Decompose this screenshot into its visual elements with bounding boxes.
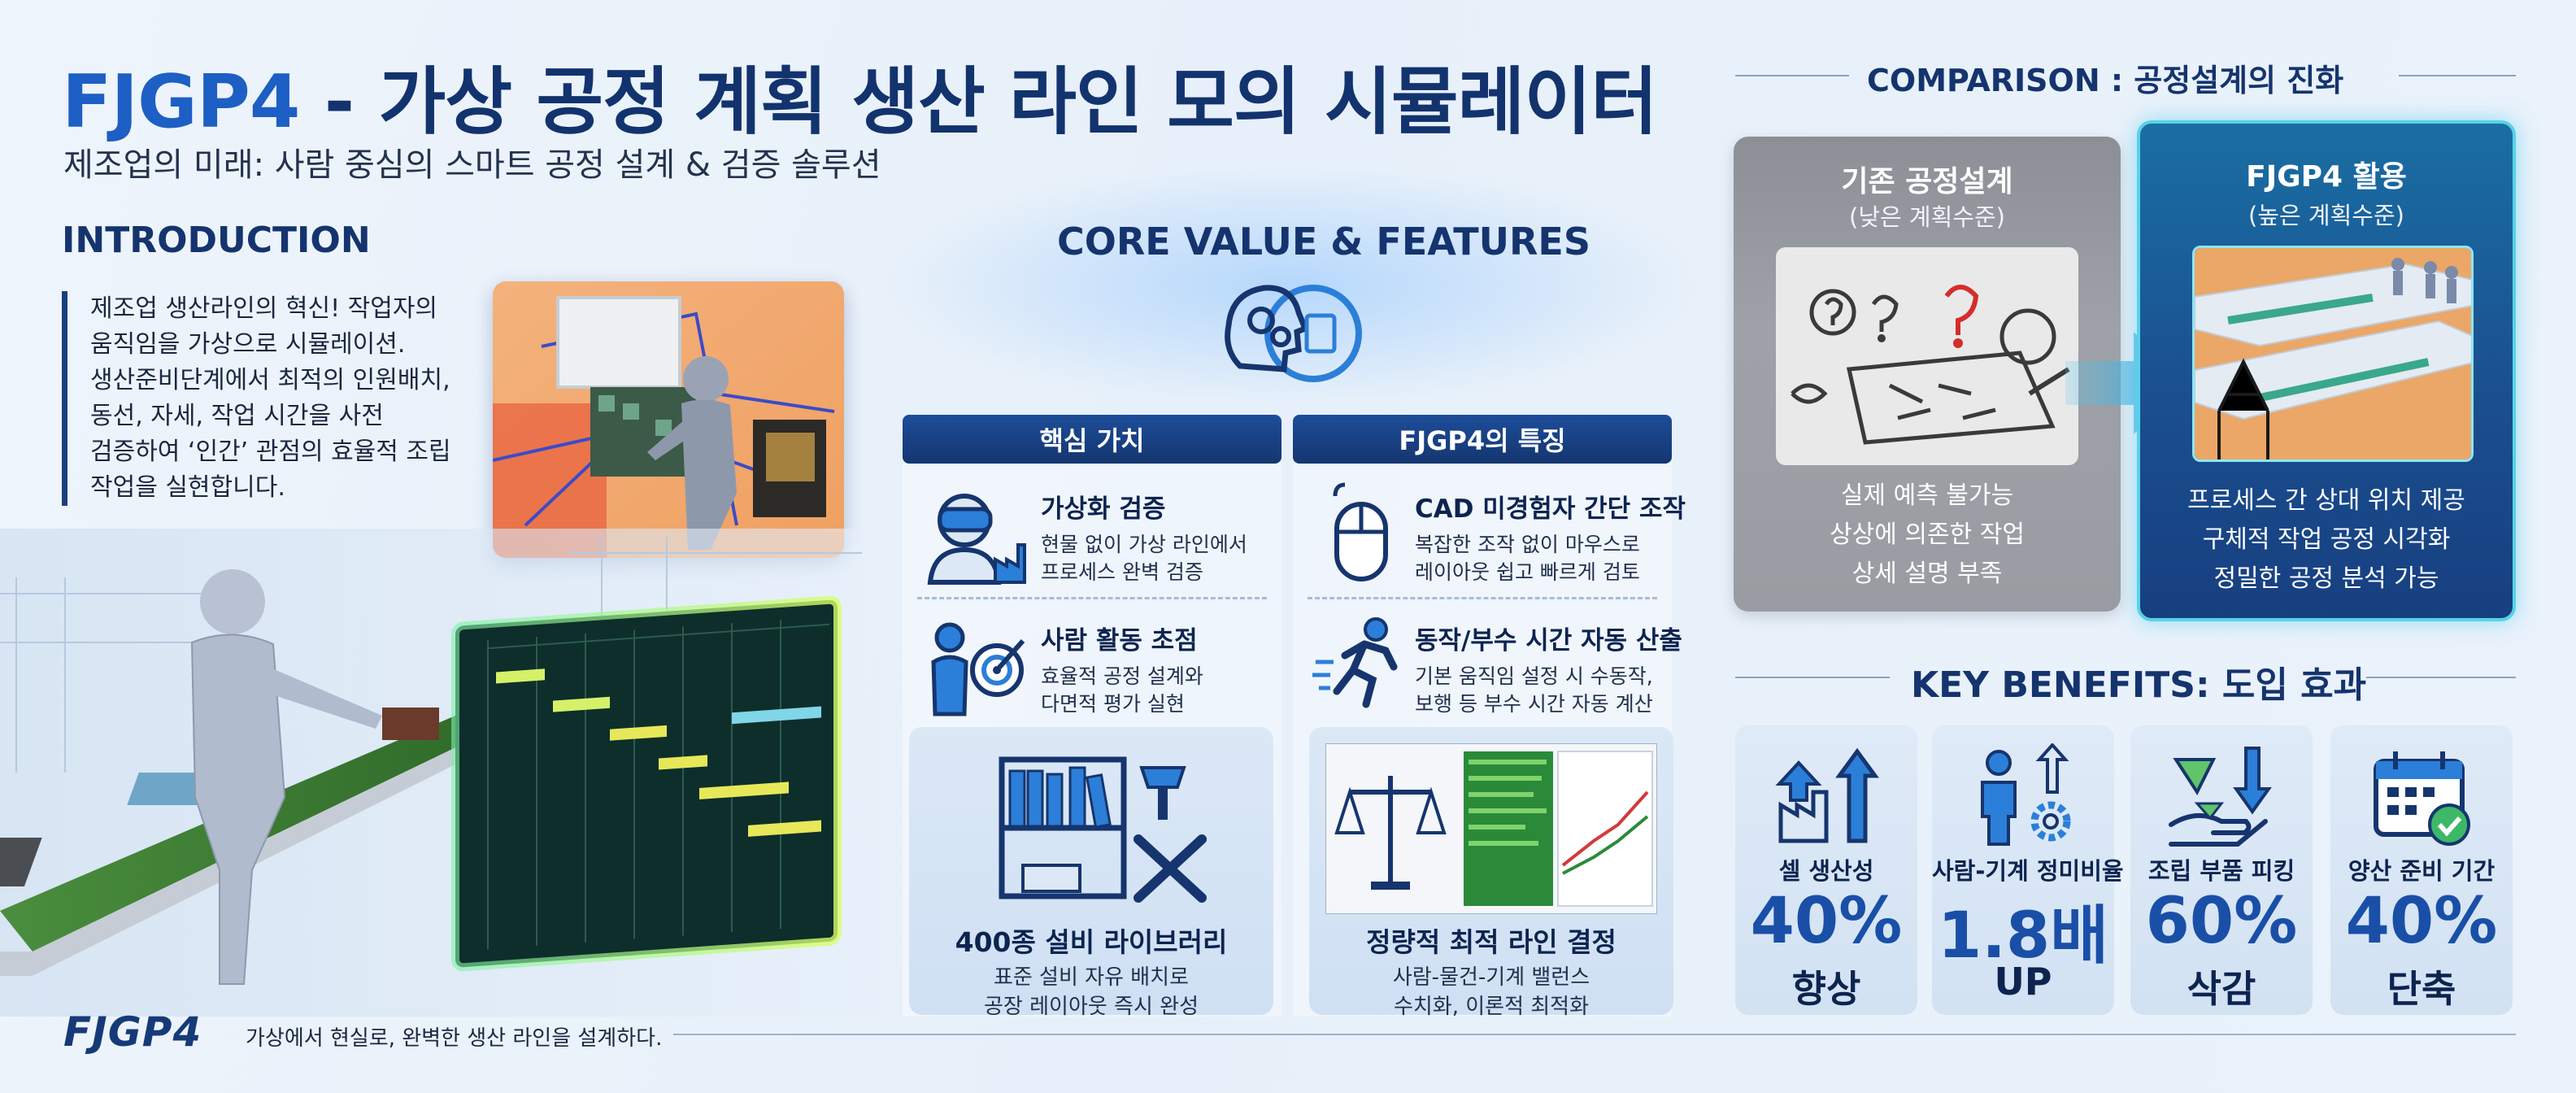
benefit-label: 사람-기계 정미비율 bbox=[1932, 857, 2124, 885]
benefit-label: 양산 준비 기간 bbox=[2348, 857, 2496, 885]
card-desc: 사람-물건-기계 밸런스 수치화, 이론적 최적화 bbox=[1309, 963, 1673, 1021]
feature-desc-line: 보행 등 부수 시간 자동 계산 bbox=[1415, 692, 1653, 716]
divider bbox=[1735, 677, 1890, 678]
benefit-label: 셀 생산성 bbox=[1778, 857, 1874, 885]
feature-auto-time-calc: 동작/부수 시간 자동 산출 기본 움직임 설정 시 수동작, 보행 등 부수 … bbox=[1293, 603, 1682, 727]
vr-headset-factory-icon bbox=[922, 481, 1028, 587]
divider bbox=[1735, 75, 1849, 76]
benefit-suffix: UP bbox=[1994, 960, 2052, 1004]
feature-virtual-verification: 가상화 검증 현물 없이 가상 라인에서 프로세스 완벽 검증 bbox=[903, 472, 1281, 595]
feature-human-focus: 사람 활동 초점 효율적 공정 설계와 다면적 평가 실현 bbox=[903, 603, 1281, 727]
benefit-card-human-machine: 사람-기계 정미비율 1.8배 UP bbox=[1932, 725, 2124, 1015]
divider bbox=[1308, 597, 1657, 599]
benefit-suffix: 단축 bbox=[2387, 967, 2456, 1011]
question-sketch-icon bbox=[1776, 247, 2078, 465]
feature-easy-operation: CAD 미경험자 간단 조작 복잡한 조작 없이 마우스로 레이아웃 쉽고 빠르… bbox=[1293, 472, 1686, 595]
divider bbox=[2399, 75, 2516, 76]
core-value-header: 핵심 가치 bbox=[903, 415, 1281, 464]
intro-line: 작업을 실현합니다. bbox=[90, 473, 285, 502]
feature-desc-line: 레이아웃 쉽고 빠르게 검토 bbox=[1415, 560, 1640, 584]
old-points: 실제 예측 불가능 상상에 의존한 작업 상세 설명 부족 bbox=[1734, 477, 2121, 594]
title-brand: FJGP4 bbox=[62, 59, 300, 145]
person-target-icon bbox=[922, 613, 1028, 719]
new-point: 구체적 작업 공정 시각화 bbox=[2202, 525, 2451, 554]
footer-tagline: 가상에서 현실로, 완벽한 생산 라인을 설계하다. bbox=[246, 1026, 663, 1051]
benefit-value: 40% bbox=[2345, 885, 2498, 958]
tool-library-icon bbox=[925, 743, 1257, 914]
new-subtitle: (높은 계획수준) bbox=[2248, 202, 2404, 229]
benefit-suffix: 삭감 bbox=[2187, 967, 2256, 1011]
feature-title: 사람 활동 초점 bbox=[1041, 626, 1198, 655]
benefit-card-productivity: 셀 생산성 40% 향상 bbox=[1735, 725, 1917, 1015]
divider bbox=[917, 597, 1267, 599]
page-title: FJGP4 - 가상 공정 계획 생산 라인 모의 시뮬레이터 bbox=[62, 42, 1658, 148]
feature-title: CAD 미경험자 간단 조작 bbox=[1415, 494, 1686, 524]
robot-workstation-image bbox=[493, 281, 844, 558]
feature-desc-line: 현물 없이 가상 라인에서 bbox=[1041, 533, 1247, 556]
intro-line: 검증하여 ‘인간’ 관점의 효율적 조립 bbox=[90, 438, 451, 466]
running-person-icon bbox=[1312, 613, 1418, 719]
feature-title: 가상화 검증 bbox=[1041, 494, 1166, 524]
benefit-suffix: 향상 bbox=[1791, 967, 1861, 1011]
intro-line: 동선, 자세, 작업 시간을 사전 bbox=[90, 402, 384, 430]
intro-line: 움직임을 가상으로 시뮬레이션. bbox=[90, 330, 406, 359]
benefit-value: 60% bbox=[2145, 885, 2298, 958]
benefits-heading: KEY BENEFITS: 도입 효과 bbox=[1911, 664, 2367, 706]
comparison-new-panel: FJGP4 활용 (높은 계획수준) 프로세스 간 상대 위치 제공 구체적 작… bbox=[2137, 120, 2516, 621]
virtual-factory-image bbox=[2192, 246, 2474, 462]
feature-desc-line: 효율적 공정 설계와 bbox=[1041, 664, 1203, 688]
factory-growth-icon bbox=[1769, 743, 1883, 849]
mouse-icon bbox=[1312, 481, 1418, 587]
intro-line: 생산준비단계에서 최적의 인원배치, bbox=[90, 366, 450, 394]
factory-simulation-illustration bbox=[0, 529, 878, 1017]
card-title: 정량적 최적 라인 결정 bbox=[1366, 926, 1617, 958]
new-point: 정밀한 공정 분석 가능 bbox=[2213, 564, 2439, 593]
hand-picking-icon bbox=[2165, 743, 2278, 849]
card-desc-line: 표준 설비 자유 배치로 bbox=[993, 965, 1190, 990]
card-desc: 표준 설비 자유 배치로 공장 레이아웃 즉시 완성 bbox=[909, 963, 1273, 1021]
introduction-heading: INTRODUCTION bbox=[62, 220, 371, 261]
footer-logo: FJGP4 bbox=[63, 1008, 202, 1056]
title-text: - 가상 공정 계획 생산 라인 모의 시뮬레이터 bbox=[299, 59, 1658, 145]
introduction-text: 제조업 생산라인의 혁신! 작업자의 움직임을 가상으로 시뮬레이션. 생산준비… bbox=[62, 291, 468, 506]
comparison-old-panel: 기존 공정설계 (낮은 계획수준) 실제 예측 불가능 상상에 의존한 작업 상… bbox=[1734, 137, 2121, 612]
benefit-card-preparation: 양산 준비 기간 40% 단축 bbox=[2330, 725, 2513, 1015]
new-point: 프로세스 간 상대 위치 제공 bbox=[2187, 486, 2465, 515]
card-desc-line: 사람-물건-기계 밸런스 bbox=[1392, 965, 1590, 990]
feature-desc-line: 다면적 평가 실현 bbox=[1041, 692, 1185, 716]
benefit-value: 40% bbox=[1750, 885, 1903, 958]
comparison-heading: COMPARISON : 공정설계의 진화 bbox=[1867, 63, 2344, 98]
old-point: 상상에 의존한 작업 bbox=[1830, 520, 2025, 549]
intro-line: 제조업 생산라인의 혁신! 작업자의 bbox=[90, 294, 438, 323]
divider bbox=[2366, 677, 2516, 678]
equipment-library-card: 400종 설비 라이브러리 표준 설비 자유 배치로 공장 레이아웃 즉시 완성 bbox=[909, 727, 1273, 1019]
feature-title: 동작/부수 시간 자동 산출 bbox=[1415, 626, 1682, 655]
person-gear-icon bbox=[1966, 742, 2080, 849]
feature-desc-line: 기본 움직임 설정 시 수동작, bbox=[1415, 664, 1653, 688]
new-title: FJGP4 활용 bbox=[2246, 160, 2407, 194]
brain-gear-icon bbox=[1208, 277, 1362, 390]
feature-desc-line: 프로세스 완벽 검증 bbox=[1041, 560, 1203, 584]
old-point: 상세 설명 부족 bbox=[1852, 560, 2003, 588]
benefit-value: 1.8배 bbox=[1938, 899, 2108, 973]
benefit-label: 조립 부품 피킹 bbox=[2147, 857, 2295, 885]
calendar-check-icon bbox=[2365, 743, 2478, 849]
benefit-card-picking: 조립 부품 피킹 60% 삭감 bbox=[2130, 725, 2313, 1015]
page-subtitle: 제조업의 미래: 사람 중심의 스마트 공정 설계 & 검증 솔루션 bbox=[63, 146, 881, 184]
optimal-line-card: 정량적 최적 라인 결정 사람-물건-기계 밸런스 수치화, 이론적 최적화 bbox=[1309, 727, 1673, 1019]
card-title: 400종 설비 라이브러리 bbox=[955, 926, 1228, 958]
card-desc-line: 공장 레이아웃 즉시 완성 bbox=[984, 995, 1199, 1019]
old-point: 실제 예측 불가능 bbox=[1840, 481, 2014, 510]
old-title: 기존 공정설계 bbox=[1841, 165, 2013, 198]
core-heading: CORE VALUE & FEATURES bbox=[1057, 220, 1590, 263]
old-subtitle: (낮은 계획수준) bbox=[1849, 203, 2005, 231]
balance-scale-icon bbox=[1325, 742, 1658, 915]
footer-divider bbox=[673, 1034, 2516, 1035]
core-glow-decoration bbox=[878, 163, 1699, 407]
feature-desc-line: 복잡한 조작 없이 마우스로 bbox=[1415, 533, 1640, 556]
features-header: FJGP4의 특징 bbox=[1293, 415, 1672, 464]
card-desc-line: 수치화, 이론적 최적화 bbox=[1393, 995, 1590, 1019]
new-points: 프로세스 간 상대 위치 제공 구체적 작업 공정 시각화 정밀한 공정 분석 … bbox=[2140, 481, 2513, 599]
